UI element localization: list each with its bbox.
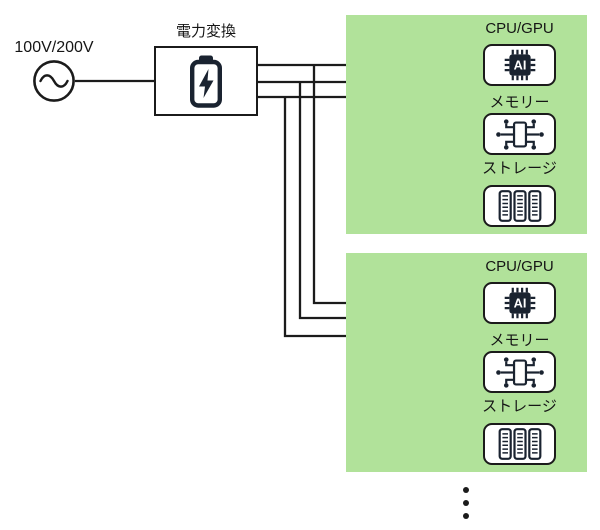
cpu-gpu-box: AI [483, 44, 556, 86]
ac-source-icon [32, 59, 76, 108]
cpu-gpu-label: CPU/GPU [485, 258, 554, 275]
ai-chip-icon: AI [504, 49, 535, 81]
server-node-2: CPU/GPU AI メモリー [346, 253, 587, 472]
input-voltage-label: 100V/200V [14, 39, 94, 56]
storage-box [483, 423, 556, 465]
memory-label: メモリー [489, 94, 550, 111]
ai-chip-icon: AI [504, 287, 535, 319]
cpu-gpu-box: AI [483, 282, 556, 324]
vertical-ellipsis-icon [463, 487, 469, 526]
ai-chip-text: AI [513, 296, 526, 311]
memory-box [483, 351, 556, 393]
ai-chip-text: AI [513, 58, 526, 73]
power-converter-box [154, 46, 258, 116]
memory-circuit-icon [495, 356, 544, 388]
storage-label: ストレージ [482, 398, 557, 415]
server-node-1: CPU/GPU AI メモリー [346, 15, 587, 234]
battery-icon [190, 55, 223, 108]
storage-label: ストレージ [482, 160, 557, 177]
storage-disks-icon [498, 428, 541, 460]
converter-label: 電力変換 [175, 23, 236, 40]
memory-circuit-icon [495, 118, 544, 150]
storage-disks-icon [498, 190, 541, 222]
memory-label: メモリー [489, 332, 550, 349]
cpu-gpu-label: CPU/GPU [485, 20, 554, 37]
storage-box [483, 185, 556, 227]
memory-box [483, 113, 556, 155]
